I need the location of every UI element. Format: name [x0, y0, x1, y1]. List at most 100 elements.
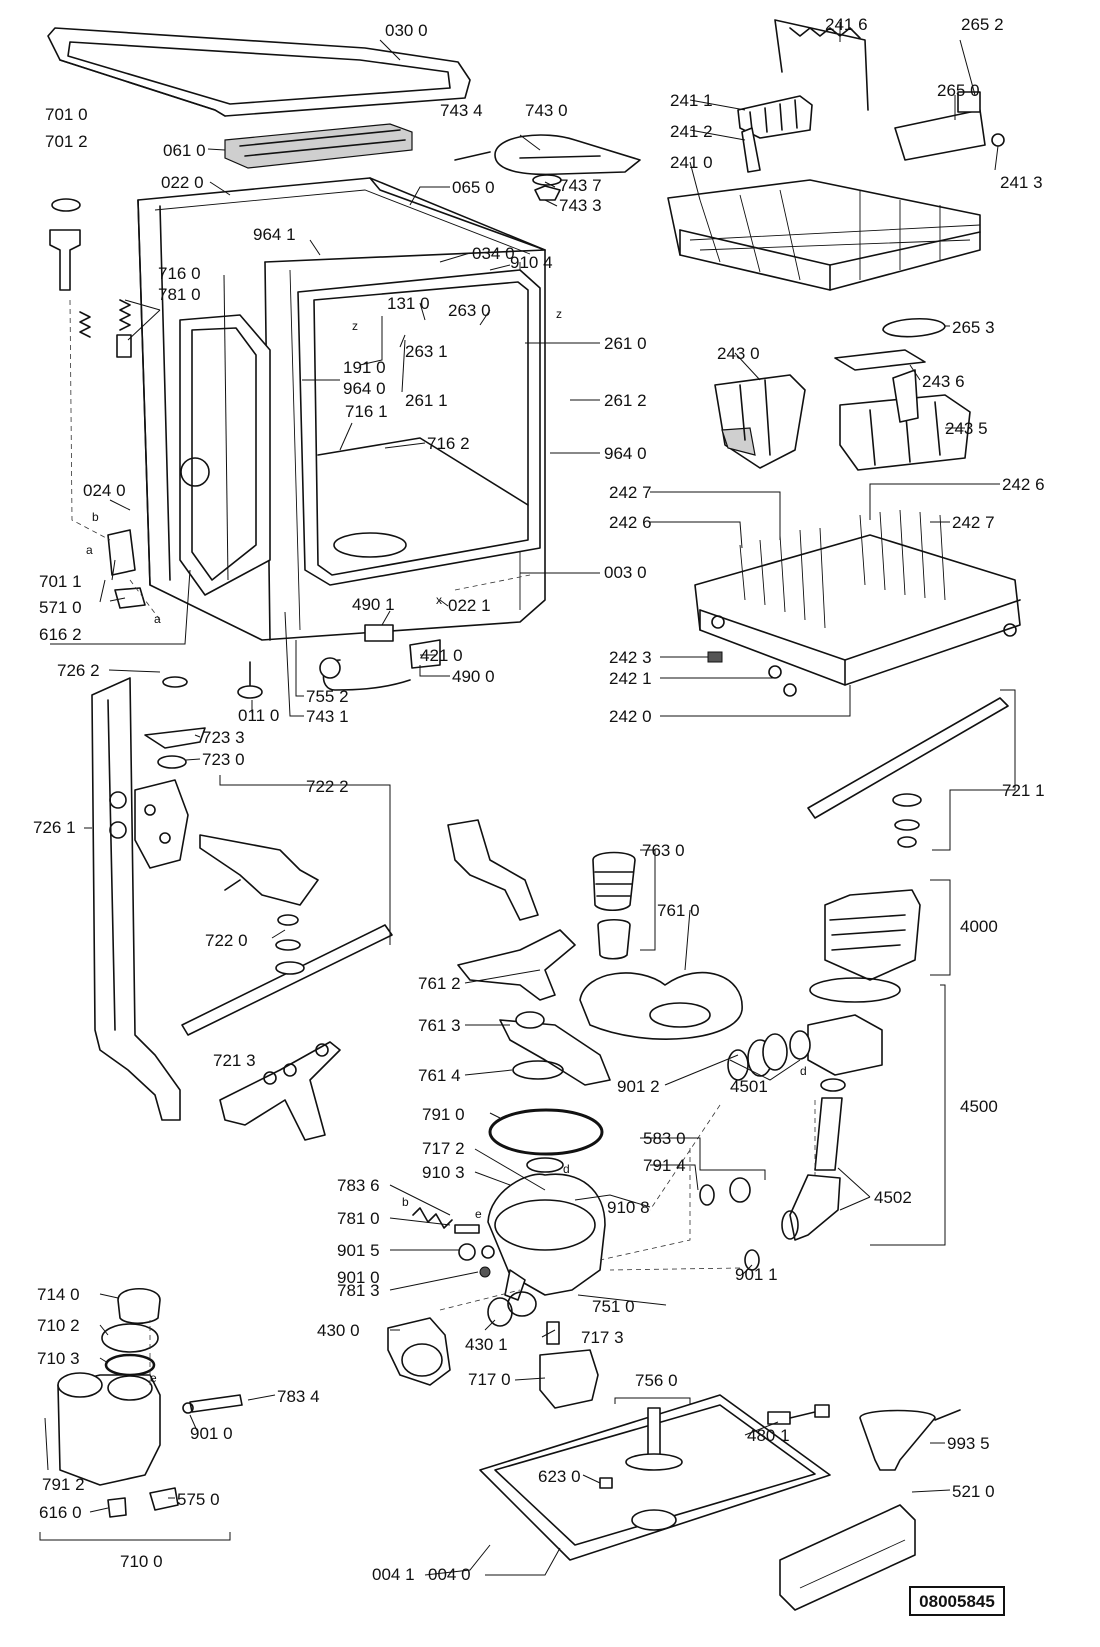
leader-lines	[39, 22, 1016, 1576]
connection-letter: a	[86, 543, 93, 557]
part-drain-pump	[387, 1291, 537, 1386]
part-label: 710 3	[37, 1349, 80, 1368]
part-spray-bracket	[219, 1041, 341, 1141]
part-label: 710 2	[37, 1316, 80, 1335]
part-hose-4501	[727, 1033, 788, 1081]
part-label: 701 0	[45, 105, 88, 124]
part-label: 243 6	[922, 372, 965, 391]
part-label: 4000	[960, 917, 998, 936]
part-deflector	[454, 134, 641, 201]
part-label: 721 3	[213, 1051, 256, 1070]
part-label: 131 0	[387, 294, 430, 313]
part-label: 716 0	[158, 264, 201, 283]
part-side-insulation	[179, 314, 271, 596]
part-label: 265 3	[952, 318, 995, 337]
part-label: 743 0	[525, 101, 568, 120]
part-label: 191 0	[343, 358, 386, 377]
part-label: 763 0	[642, 841, 685, 860]
part-label: 901 1	[735, 1265, 778, 1284]
part-label: 761 0	[657, 901, 700, 920]
connection-letter: e	[150, 1371, 157, 1385]
part-label: 261 1	[405, 391, 448, 410]
part-funnel	[859, 1409, 961, 1471]
part-switch-block	[599, 1477, 613, 1489]
part-sump-seal	[488, 1108, 604, 1156]
guide-lines	[129, 574, 816, 1385]
part-label: 265 2	[961, 15, 1004, 34]
part-label: 717 3	[581, 1328, 624, 1347]
part-label: 263 0	[448, 301, 491, 320]
part-label: 571 0	[39, 598, 82, 617]
part-label: 761 4	[418, 1066, 461, 1085]
part-label: 993 5	[947, 1434, 990, 1453]
part-label: 791 2	[42, 1475, 85, 1494]
part-base-plate	[479, 1394, 831, 1561]
part-label: 743 3	[559, 196, 602, 215]
part-label: 723 3	[202, 728, 245, 747]
part-arm-clip	[144, 676, 206, 769]
part-sump-fittings	[412, 1207, 513, 1327]
part-label: 964 1	[253, 225, 296, 244]
part-hose-4502	[781, 1078, 846, 1241]
part-float	[625, 1407, 683, 1531]
part-label: 901 5	[337, 1241, 380, 1260]
part-water-duct	[91, 677, 181, 1121]
part-cup-shelf	[774, 19, 869, 111]
part-inner-tub	[297, 269, 541, 586]
connection-letter: d	[563, 1162, 570, 1176]
part-label: 242 1	[609, 669, 652, 688]
part-label: 751 0	[592, 1297, 635, 1316]
part-label: 716 1	[345, 402, 388, 421]
part-sump	[487, 1157, 606, 1301]
part-label: 743 7	[559, 176, 602, 195]
drawing-code: 08005845	[919, 1592, 995, 1611]
part-basket-rail	[894, 91, 1005, 161]
part-label: 004 0	[428, 1565, 471, 1584]
part-label: 242 6	[609, 513, 652, 532]
part-label: 265 0	[937, 81, 980, 100]
part-label: 721 1	[1002, 781, 1045, 800]
part-label: 030 0	[385, 21, 428, 40]
part-label: 242 0	[609, 707, 652, 726]
part-label: 781 0	[158, 285, 201, 304]
part-label: 261 2	[604, 391, 647, 410]
part-label: 241 6	[825, 15, 868, 34]
part-label: 022 0	[161, 173, 204, 192]
part-control-board	[779, 1504, 916, 1611]
part-label: 421 0	[420, 646, 463, 665]
part-upper-basket	[667, 179, 981, 291]
part-label: 781 3	[337, 1281, 380, 1300]
part-label: 710 0	[120, 1552, 163, 1571]
part-label: 242 7	[609, 483, 652, 502]
part-inlet-valve	[69, 299, 146, 609]
part-label: 616 0	[39, 1503, 82, 1522]
part-label: 241 3	[1000, 173, 1043, 192]
part-motor	[789, 889, 921, 1076]
part-label: 242 3	[609, 648, 652, 667]
part-label: 242 6	[1002, 475, 1045, 494]
part-cable-480	[767, 1404, 830, 1425]
part-label: 901 0	[190, 1424, 233, 1443]
part-label: 964 0	[604, 444, 647, 463]
part-label: 003 0	[604, 563, 647, 582]
part-label: 065 0	[452, 178, 495, 197]
part-label: 022 1	[448, 596, 491, 615]
connection-letter: x	[436, 593, 442, 607]
part-label: 722 0	[205, 931, 248, 950]
part-spray-arm-upper	[807, 697, 1009, 848]
drawing-code-box: 08005845	[909, 1586, 1005, 1616]
part-label: 004 1	[372, 1565, 415, 1584]
part-label: 583 0	[643, 1129, 686, 1148]
part-label: 4501	[730, 1077, 768, 1096]
part-cutlery-basket	[834, 349, 971, 471]
part-label: 024 0	[83, 481, 126, 500]
part-tine-row	[737, 95, 813, 173]
connection-letter: b	[402, 1195, 409, 1209]
part-circulation-pump	[539, 1321, 599, 1409]
part-label: 743 4	[440, 101, 483, 120]
part-water-softener	[57, 1288, 243, 1518]
part-label: 714 0	[37, 1285, 80, 1304]
